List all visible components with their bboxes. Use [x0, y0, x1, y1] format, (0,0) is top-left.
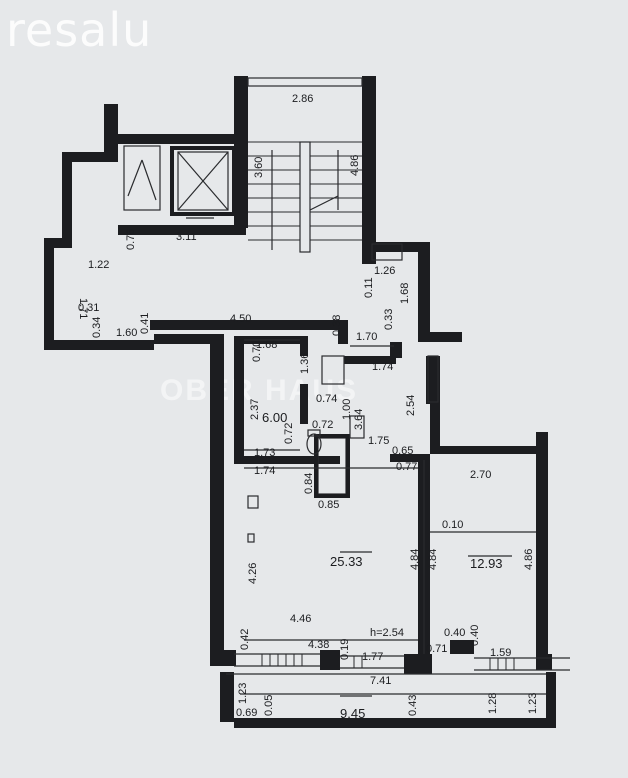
dim-label: 2.37 [249, 399, 261, 420]
dim-label: 1.74 [372, 361, 393, 373]
dim-label: 0.10 [442, 519, 463, 531]
dim-label: 0.76 [125, 229, 137, 250]
dim-label: 4.84 [409, 549, 421, 570]
walls [44, 76, 556, 728]
dim-label: 0.40 [469, 625, 481, 646]
resalu-logo: resalu [6, 3, 152, 57]
dim-label: 2.86 [292, 93, 313, 105]
dim-label: 0.05 [263, 695, 275, 716]
dim-label: 0.34 [91, 317, 103, 338]
dim-label: 0.70 [251, 341, 263, 362]
dim-label: 1.73 [254, 447, 275, 459]
dim-label: 0.19 [339, 639, 351, 660]
dim-label: 1.59 [490, 647, 511, 659]
dim-label: 1.74 [254, 465, 275, 477]
dim-label: 0.74 [316, 393, 337, 405]
dim-label: 0.77 [396, 461, 417, 473]
dim-label: 4.38 [308, 639, 329, 651]
room-area-bedroom: 12.93 [470, 556, 503, 571]
dim-label: h=2.54 [370, 627, 404, 639]
dim-label: 0.42 [239, 629, 251, 650]
dim-label: 1.00 [341, 399, 353, 420]
dim-label: 0.85 [318, 499, 339, 511]
dim-label: 3.11 [176, 231, 197, 243]
dim-label: 0.31 [78, 302, 99, 314]
dim-label: 4.46 [290, 613, 311, 625]
dimension-labels: 2.86 3.60 4.86 3.11 0.76 1.22 1.71 0.31 … [77, 93, 539, 719]
dim-label: 2.54 [405, 395, 417, 416]
dim-label: 0.33 [383, 309, 395, 330]
dim-label: 1.68 [399, 283, 411, 304]
dim-label: 0.84 [303, 473, 315, 494]
dim-label: 4.50 [230, 313, 251, 325]
dim-label: 0.11 [363, 277, 375, 298]
dim-label: 3.64 [353, 409, 365, 430]
dim-label: 1.26 [374, 265, 395, 277]
dim-label: 3.60 [253, 157, 265, 178]
dim-label: 1.70 [356, 331, 377, 343]
room-area-main: 25.33 [330, 554, 363, 569]
dim-label: 7.41 [370, 675, 391, 687]
dim-label: 0.41 [139, 313, 151, 334]
dim-label: 0.72 [312, 419, 333, 431]
dim-label: 1.75 [368, 435, 389, 447]
ober-haus-watermark: OBER HAUS [160, 374, 358, 407]
dim-label: 4.86 [349, 155, 361, 176]
dim-label: 0.65 [392, 445, 413, 457]
dim-label: 1.22 [88, 259, 109, 271]
plan-details [123, 141, 570, 697]
dim-label: 4.84 [427, 549, 439, 570]
dim-label: 0.43 [407, 695, 419, 716]
dim-label: 2.70 [470, 469, 491, 481]
dim-label: 0.40 [444, 627, 465, 639]
dim-label: 4.86 [523, 549, 535, 570]
dim-label: 1.28 [487, 693, 499, 714]
dim-label: 1.23 [237, 683, 249, 704]
dim-label: 1.23 [527, 693, 539, 714]
dim-label: 0.72 [283, 423, 295, 444]
dim-label: 4.26 [247, 563, 259, 584]
dim-label: 0.38 [331, 315, 343, 336]
dim-label: 0.69 [236, 707, 257, 719]
dim-label: 0.71 [426, 643, 447, 655]
dim-label: 1.36 [299, 353, 311, 374]
dim-label: 1.77 [362, 651, 383, 663]
dim-label: 1.60 [116, 327, 137, 339]
room-area-bathroom: 6.00 [262, 410, 287, 425]
dim-label: 1.71 [77, 298, 89, 319]
dim-label: 1.68 [256, 339, 277, 351]
room-area-balcony: 9.45 [340, 706, 365, 721]
room-areas: 6.00 25.33 12.93 9.45 [262, 410, 503, 721]
